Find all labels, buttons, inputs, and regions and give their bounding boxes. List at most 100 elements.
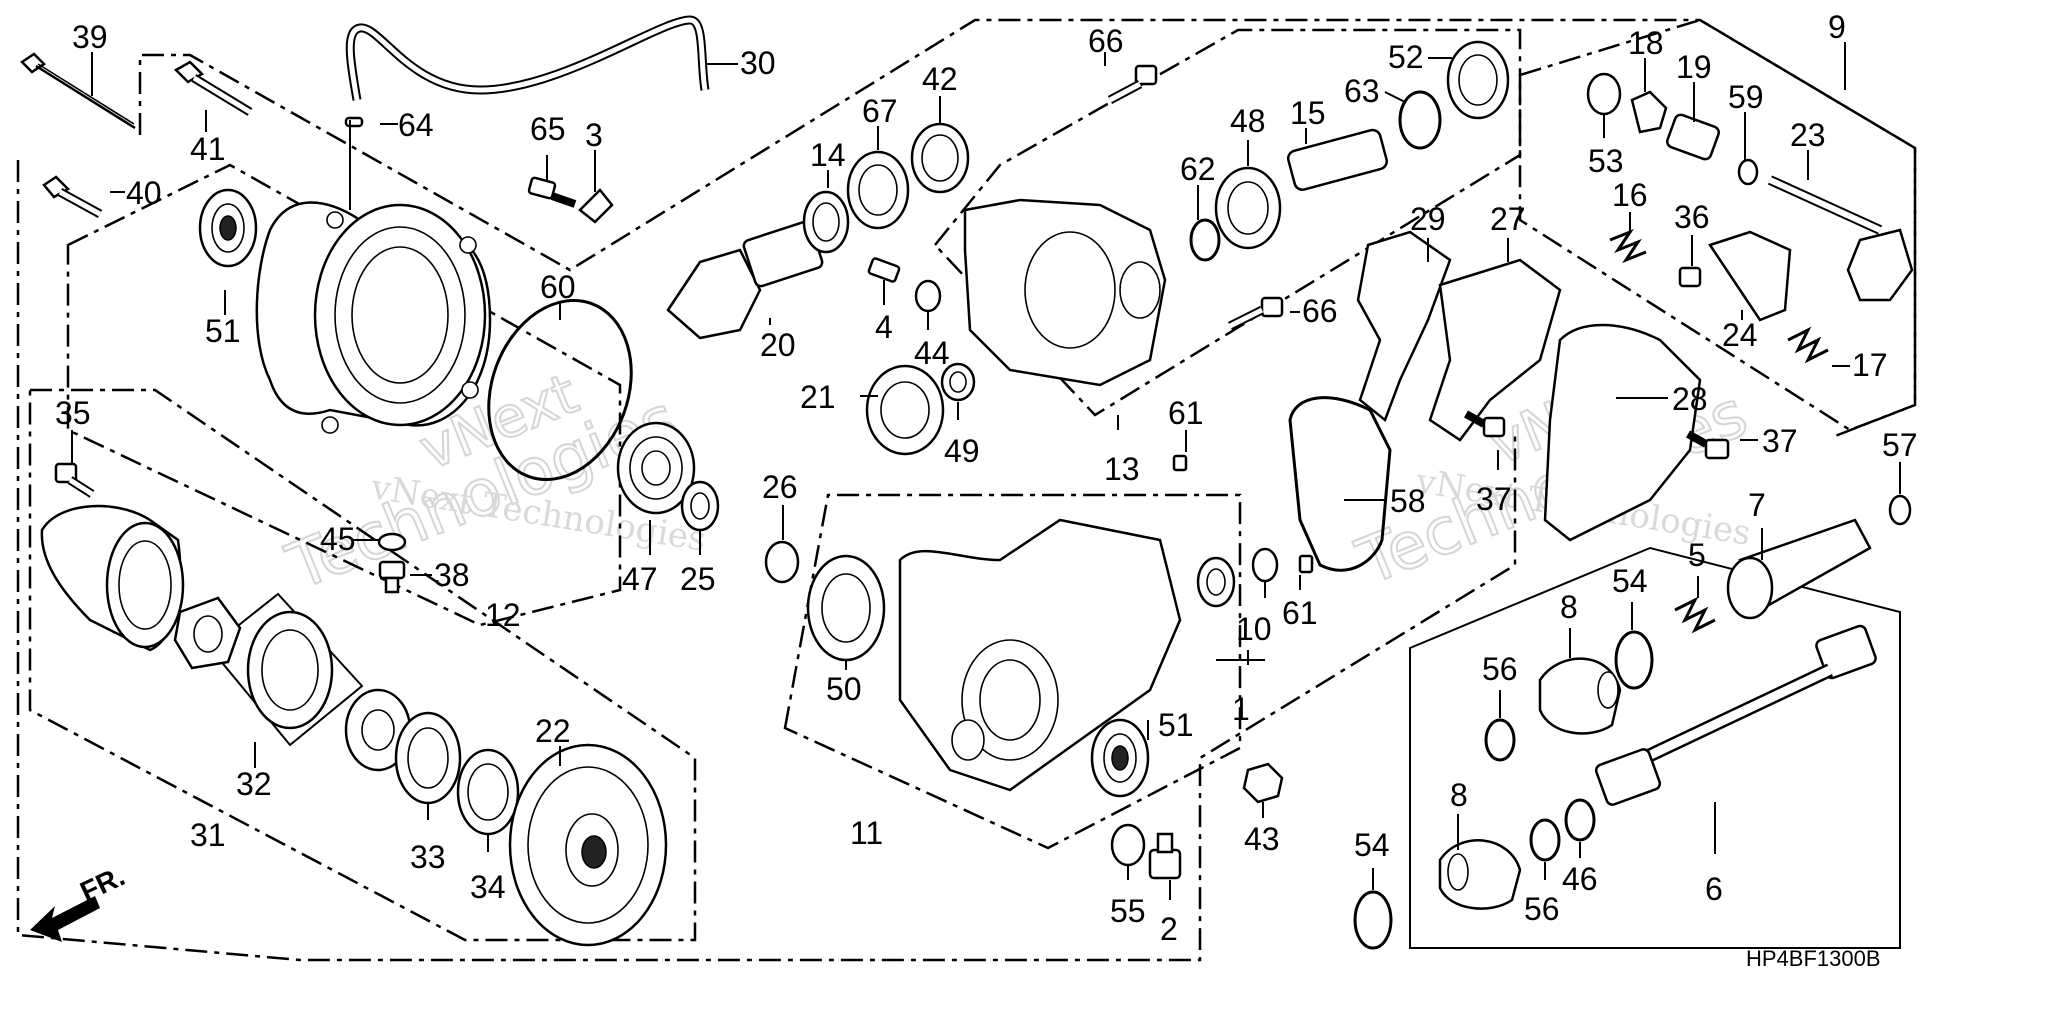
roller-cage-32 [246, 610, 334, 730]
spring-5 [1674, 596, 1716, 634]
label-1: 1 [1232, 691, 1250, 727]
label-13: 13 [1104, 451, 1140, 487]
differential-case [40, 504, 185, 652]
pin-61-lower [1298, 554, 1314, 574]
label-39: 39 [72, 19, 108, 55]
label-19: 19 [1676, 49, 1712, 85]
shift-group [1288, 72, 1914, 572]
label-64: 64 [398, 107, 434, 143]
label-65: 65 [530, 111, 566, 147]
label-54-upper: 54 [1612, 563, 1648, 599]
label-58: 58 [1390, 483, 1426, 519]
boot-7 [1726, 518, 1872, 620]
label-50: 50 [826, 671, 862, 707]
shim-33 [394, 711, 462, 805]
label-47: 47 [622, 561, 658, 597]
bearing-48 [1214, 166, 1282, 250]
label-46: 46 [1562, 861, 1598, 897]
frame-shaft-6 [1409, 546, 1901, 949]
label-7: 7 [1748, 487, 1766, 523]
shift-fork-18 [1630, 90, 1668, 134]
label-26: 26 [762, 469, 798, 505]
label-15: 15 [1290, 95, 1326, 131]
label-59: 59 [1728, 79, 1764, 115]
pinion-gear-diff [173, 596, 242, 670]
label-24: 24 [1722, 317, 1758, 353]
o-ring-60 [487, 298, 633, 482]
label-5: 5 [1688, 537, 1706, 573]
label-11: 11 [850, 815, 883, 851]
washer-44 [914, 279, 942, 313]
label-43: 43 [1244, 821, 1280, 857]
label-56-lower: 56 [1524, 891, 1560, 927]
clip-3 [578, 188, 614, 224]
ring-46 [1564, 798, 1596, 842]
label-23: 23 [1790, 117, 1826, 153]
label-40: 40 [126, 175, 162, 211]
washer-59 [1737, 158, 1759, 186]
label-62: 62 [1180, 151, 1216, 187]
label-54-lower: 54 [1354, 827, 1390, 863]
drive-shaft-6 [1594, 624, 1877, 806]
washer-25 [680, 480, 720, 532]
label-57: 57 [1882, 427, 1918, 463]
part-number-labels: 39 41 40 64 30 65 3 60 51 45 38 12 47 25… [55, 9, 1918, 947]
snap-ring-62 [1189, 218, 1221, 262]
oil-seal-51-left [198, 188, 258, 268]
label-8-upper: 8 [1560, 589, 1578, 625]
shift-arm-24 [1708, 230, 1792, 322]
label-29: 29 [1410, 201, 1446, 237]
bearing-67 [846, 150, 910, 230]
shaft-group [1353, 518, 1877, 950]
pinion-housing-13 [963, 198, 1167, 387]
label-63: 63 [1344, 73, 1380, 109]
label-55: 55 [1110, 893, 1146, 929]
washer-26 [764, 540, 800, 584]
plate-29 [1356, 230, 1452, 423]
frame-housing-12 [66, 163, 622, 627]
bearing-47 [616, 421, 696, 515]
label-31: 31 [190, 817, 226, 853]
label-48: 48 [1230, 103, 1266, 139]
oil-seal-51-right [1090, 718, 1150, 798]
gearcase-body-11 [898, 518, 1182, 792]
shim-34 [456, 748, 520, 836]
boot-8-upper [1538, 657, 1622, 735]
label-36: 36 [1674, 199, 1710, 235]
bolt-36 [1678, 266, 1702, 288]
label-51-left: 51 [205, 313, 241, 349]
bushing-49 [940, 362, 976, 402]
bolt-2 [1148, 832, 1182, 880]
label-21: 21 [800, 379, 836, 415]
shaft-15 [1286, 128, 1388, 191]
bearing-52 [1446, 40, 1510, 120]
clip-64 [344, 116, 364, 128]
bolt-40 [42, 175, 103, 218]
washer-55 [1110, 823, 1146, 867]
spring-17 [1787, 326, 1829, 364]
bolt-37-right [1686, 430, 1730, 460]
label-34: 34 [470, 869, 506, 905]
sleeve-19 [1666, 113, 1720, 161]
bearing-42 [910, 122, 970, 194]
label-41: 41 [190, 131, 226, 167]
frame-gearcase-11 [783, 493, 1242, 850]
bolt-65 [527, 176, 577, 208]
bolt-38 [378, 560, 406, 594]
pin-61-upper [1172, 454, 1188, 472]
washer-14 [802, 190, 850, 254]
label-32: 32 [236, 766, 272, 802]
oil-seal-10 [1196, 556, 1236, 608]
label-66-top: 66 [1088, 23, 1124, 59]
label-3: 3 [585, 117, 603, 153]
label-14: 14 [810, 137, 846, 173]
seal-54-upper [1614, 630, 1654, 690]
bolt-37-middle [1464, 410, 1506, 438]
label-35: 35 [55, 395, 91, 431]
label-49: 49 [944, 433, 980, 469]
label-6: 6 [1705, 871, 1723, 907]
label-12: 12 [485, 597, 521, 633]
label-61-upper: 61 [1168, 395, 1204, 431]
label-38: 38 [434, 557, 470, 593]
